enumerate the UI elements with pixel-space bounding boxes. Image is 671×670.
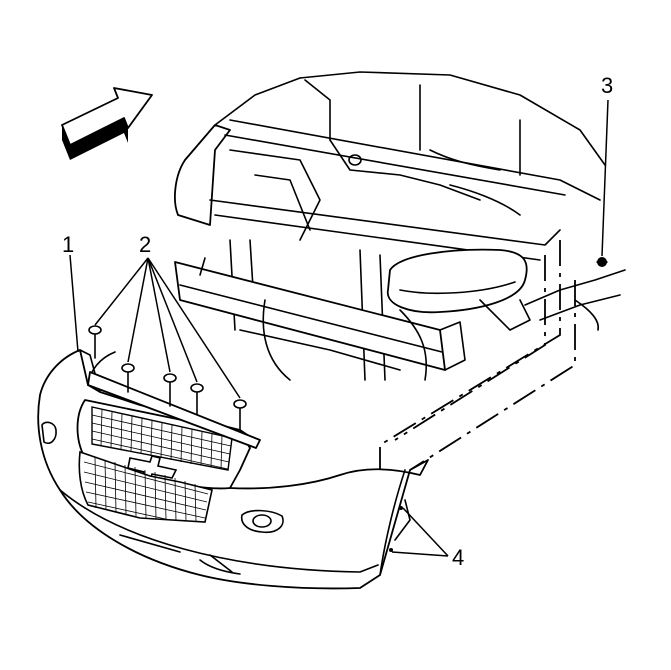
callout-2: 2 [139, 232, 152, 257]
retainer-pin [121, 363, 135, 393]
front-bumper-fascia [37, 349, 429, 590]
retainer-pin [190, 383, 204, 415]
leader-lines [69, 99, 609, 557]
vehicle-front-structure [174, 71, 626, 480]
retainer-pin [233, 399, 247, 431]
callout-1: 1 [62, 232, 75, 257]
retainer-pin [163, 373, 177, 407]
push-pin-retainers [88, 325, 247, 431]
upper-grille-mesh [91, 406, 233, 471]
lower-grille-mesh [78, 450, 213, 523]
callout-3: 3 [601, 73, 614, 98]
callout-4: 4 [452, 545, 465, 570]
forward-arrow-icon [61, 87, 153, 160]
retainer-pin [88, 325, 102, 359]
